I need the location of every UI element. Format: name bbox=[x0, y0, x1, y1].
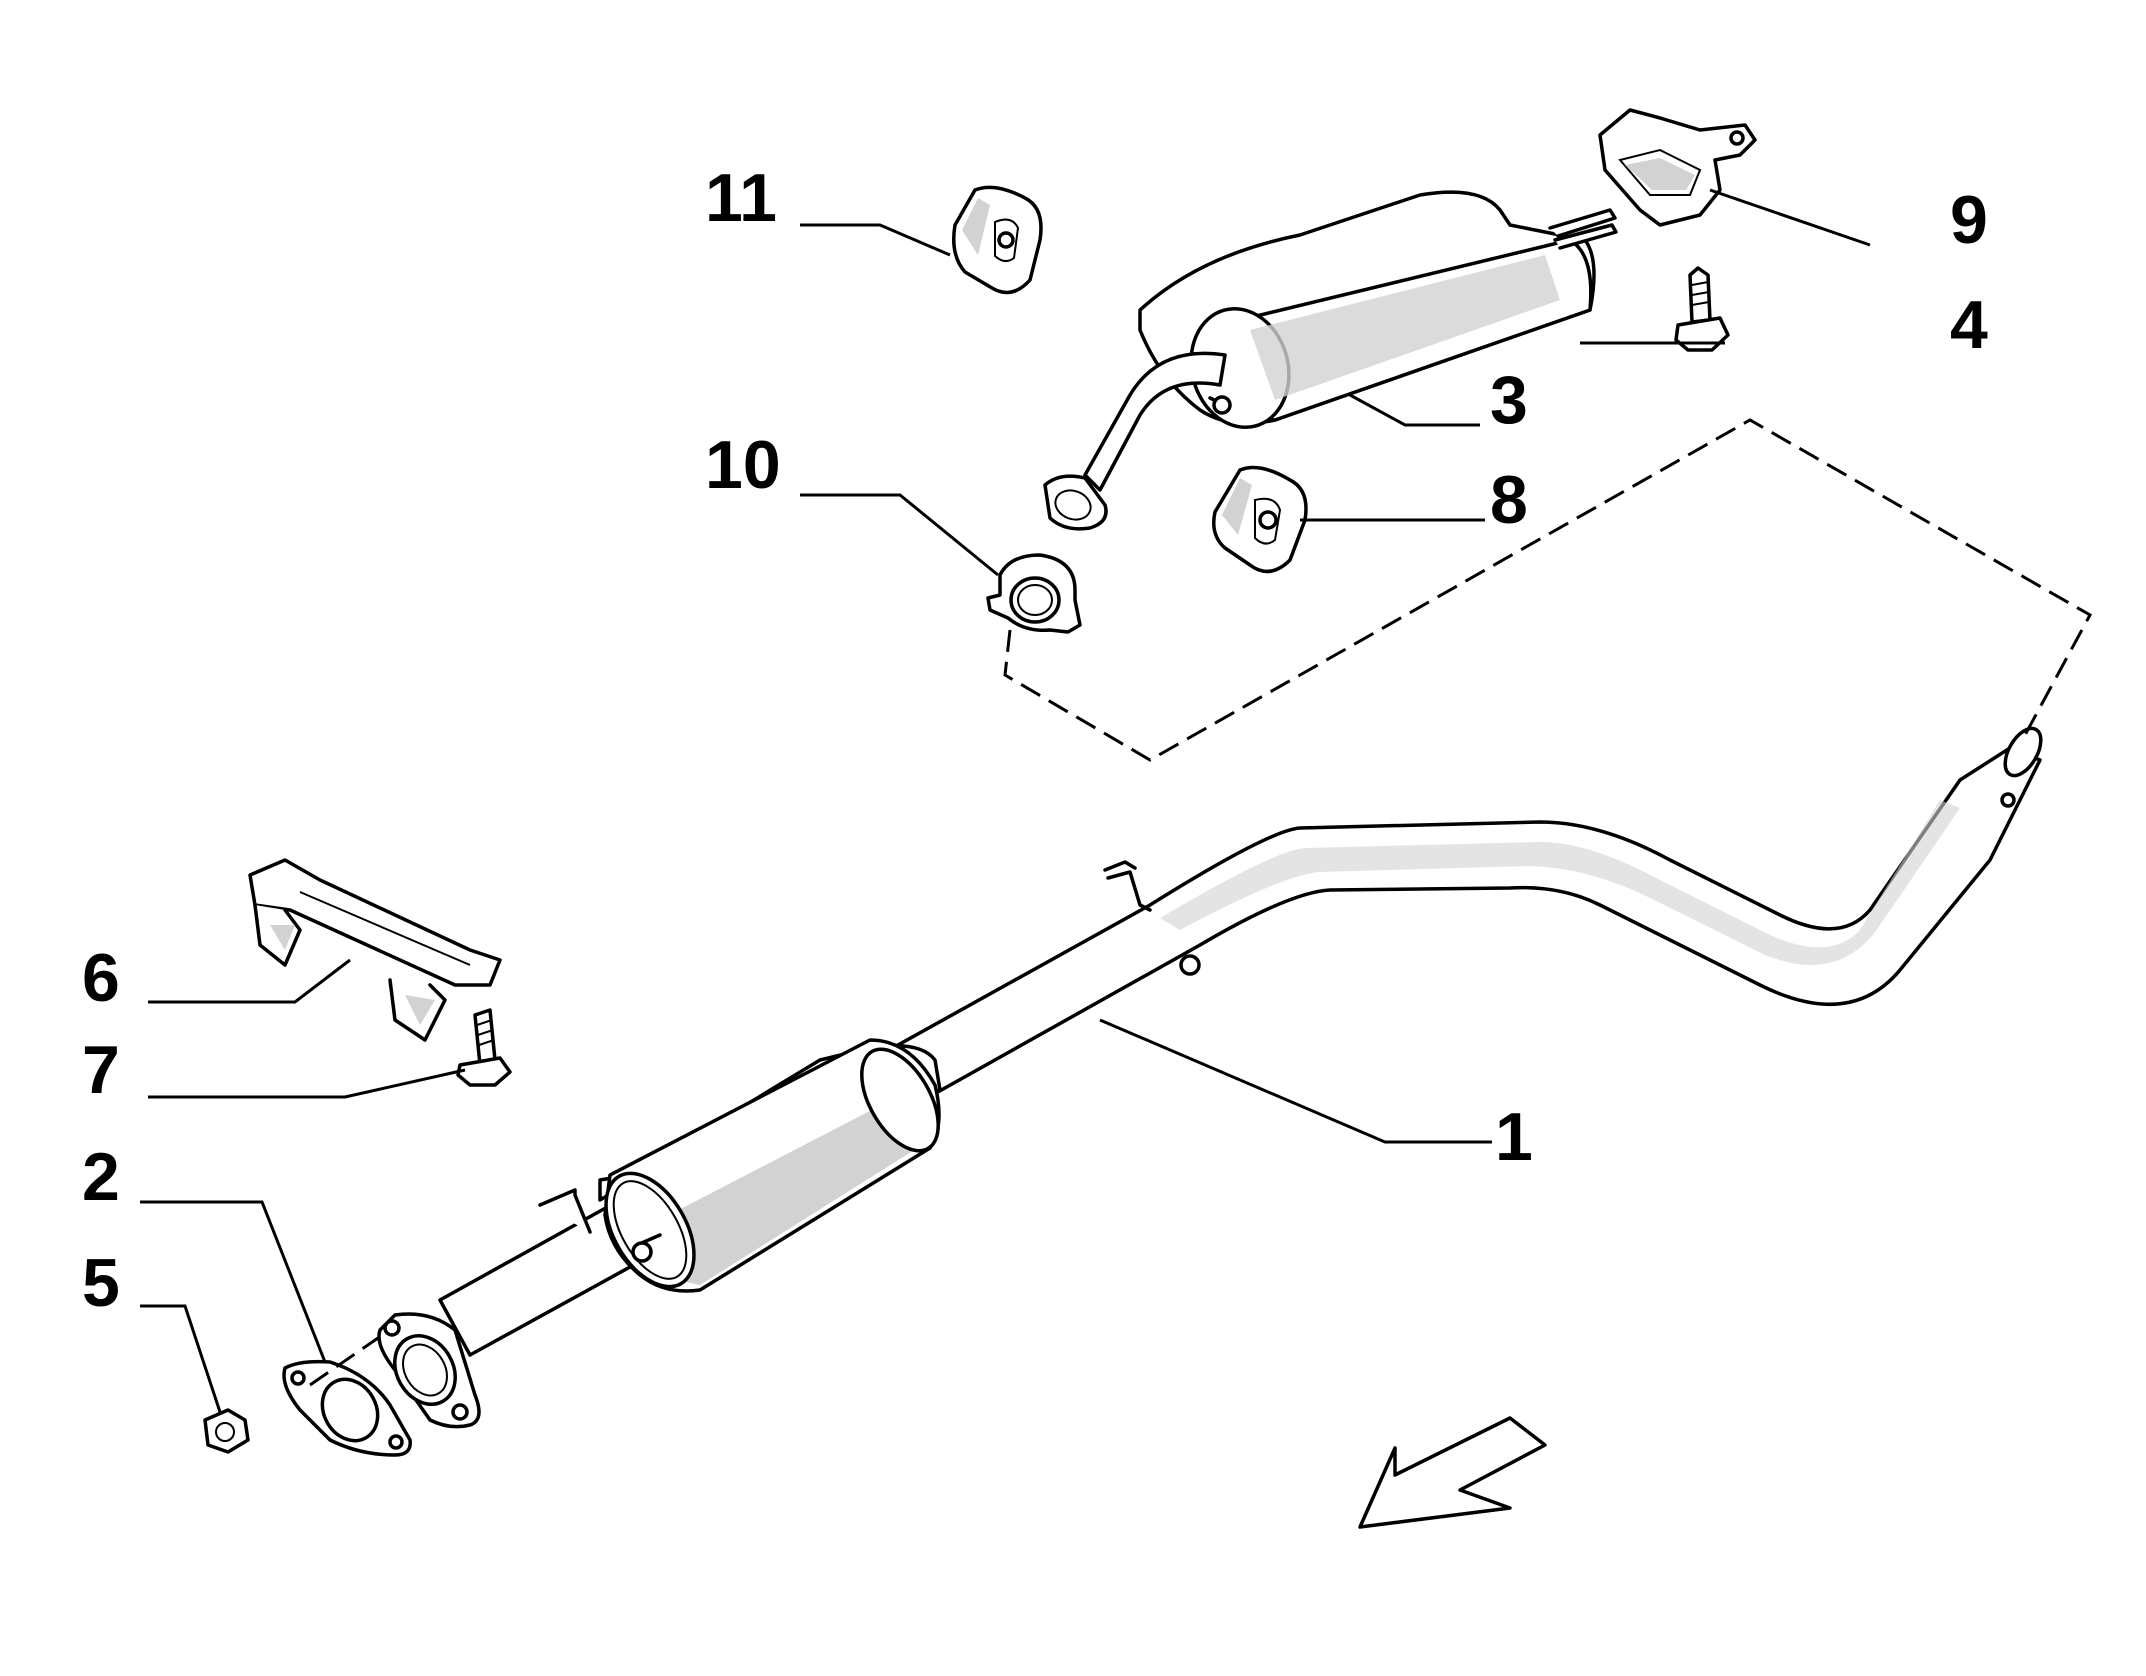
callout-11: 11 bbox=[705, 160, 777, 236]
rubber-hanger-front bbox=[952, 185, 1043, 295]
front-exhaust-pipe bbox=[377, 726, 2043, 1429]
flange-gasket bbox=[282, 1336, 412, 1457]
callout-9: 9 bbox=[1950, 182, 1988, 258]
callout-5: 5 bbox=[82, 1245, 120, 1321]
rear-silencer bbox=[1043, 190, 1618, 531]
flange-nut bbox=[203, 1408, 250, 1454]
callout-labels: 1 2 3 4 5 6 7 8 9 10 11 bbox=[82, 160, 1988, 1321]
callout-10: 10 bbox=[705, 427, 781, 503]
stud-bolt bbox=[1674, 266, 1730, 352]
callout-4: 4 bbox=[1950, 287, 1988, 363]
callout-1: 1 bbox=[1495, 1099, 1533, 1175]
callout-2: 2 bbox=[82, 1139, 120, 1215]
callout-8: 8 bbox=[1490, 462, 1528, 538]
callout-6: 6 bbox=[82, 940, 120, 1016]
leader-lines bbox=[140, 188, 1871, 1413]
callout-7: 7 bbox=[82, 1032, 120, 1108]
assembly-dashed-line bbox=[1003, 418, 2093, 762]
rubber-hanger-rear bbox=[1212, 465, 1308, 574]
callout-3: 3 bbox=[1490, 362, 1528, 438]
rear-hanger-bracket bbox=[1598, 108, 1757, 227]
heat-shield-bracket bbox=[248, 858, 502, 1042]
mounting-bolt bbox=[456, 1008, 512, 1087]
arrow-front-icon bbox=[1358, 1416, 1547, 1529]
pipe-clamp bbox=[986, 553, 1082, 634]
